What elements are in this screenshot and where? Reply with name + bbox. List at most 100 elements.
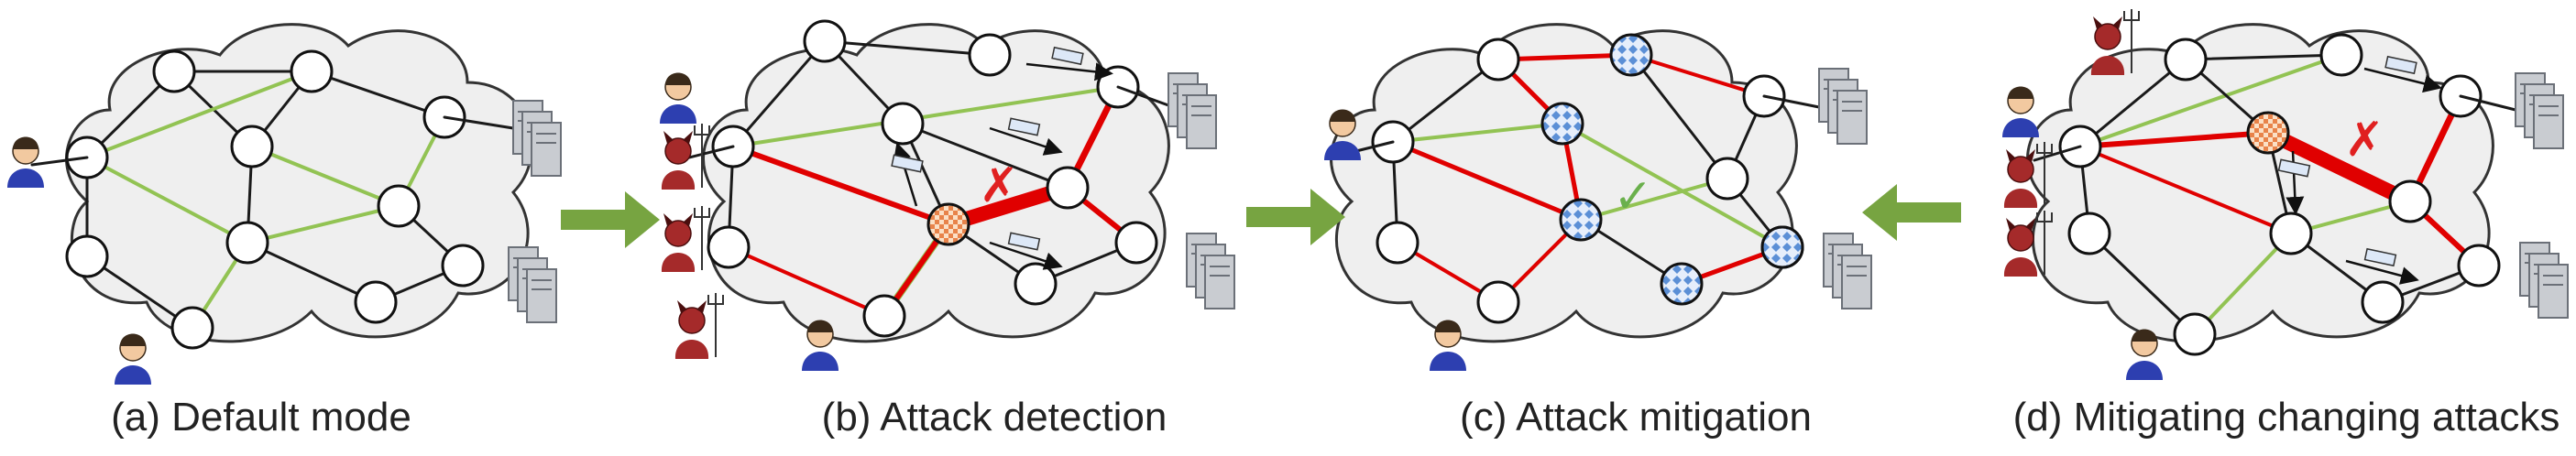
mitigation-node: [1540, 102, 1584, 146]
attacker-icon: [2003, 211, 2053, 277]
defense-node: [2246, 111, 2290, 155]
switch-node: [2269, 212, 2313, 255]
server-box: [526, 268, 557, 323]
server-icon: [1818, 68, 1868, 145]
link: [1391, 122, 1564, 144]
link: [310, 70, 446, 119]
trident-head: [2036, 142, 2053, 154]
user-hair: [2008, 86, 2033, 99]
user-icon: [1324, 109, 1361, 160]
cross-mark: ✗: [979, 158, 1019, 213]
link: [823, 39, 992, 57]
server-icon: [508, 246, 557, 323]
switch-node: [170, 306, 214, 350]
attacker-icon: [661, 124, 710, 190]
trident-head: [707, 293, 724, 305]
link: [2088, 232, 2197, 336]
server-box: [1836, 90, 1868, 145]
switch-node: [1114, 221, 1158, 265]
user-hair: [1435, 320, 1461, 332]
packet-flow: [2363, 55, 2442, 93]
link: [730, 144, 951, 227]
link: [2184, 53, 2343, 61]
server-box: [2538, 264, 2569, 319]
switch-node: [354, 280, 398, 324]
switch-node: [1046, 166, 1090, 210]
flow-arrow: [989, 241, 1063, 270]
caption-d: (d) Mitigating changing attacks: [2013, 395, 2560, 440]
attacker-horn: [2006, 218, 2016, 231]
panel-d: ✗: [2002, 9, 2569, 380]
switch-node: [1705, 157, 1749, 201]
link: [727, 245, 886, 318]
switch-node: [2173, 312, 2217, 356]
server-icon: [2515, 72, 2564, 149]
switch-node: [230, 125, 274, 168]
attacker-horn: [683, 131, 693, 144]
link: [30, 156, 89, 167]
attacker-horn: [2093, 16, 2103, 29]
link: [1629, 53, 1729, 180]
link: [250, 145, 400, 208]
link: [2033, 145, 2082, 162]
trident-head: [694, 124, 710, 136]
user-body: [115, 365, 151, 385]
server-box: [531, 122, 562, 177]
link: [2193, 232, 2293, 336]
mitigation-node: [1760, 225, 1804, 269]
attacker-icon: [2090, 9, 2140, 75]
user-icon: [802, 320, 839, 371]
switch-node: [881, 102, 925, 146]
switch-node: [2319, 33, 2363, 77]
cross-mark: ✗: [2344, 113, 2384, 168]
packet-icon: [2277, 158, 2311, 178]
attacker-head: [678, 307, 706, 334]
caption-b: (b) Attack detection: [822, 395, 1167, 440]
switch-node: [2067, 212, 2111, 255]
packet-icon: [2363, 247, 2397, 267]
user-body: [2126, 361, 2163, 380]
attacker-icon: [674, 293, 724, 359]
packet-flow: [891, 142, 924, 207]
switch-node: [225, 221, 269, 265]
flow-arrow: [2363, 67, 2442, 93]
packet-flow: [2277, 150, 2311, 215]
attacker-head: [2094, 23, 2121, 50]
user-icon: [2002, 86, 2039, 137]
panel-a: [7, 23, 562, 385]
server-box: [1204, 255, 1235, 309]
link: [246, 241, 378, 304]
user-hair: [1330, 109, 1355, 122]
packet-icon: [891, 154, 924, 173]
server-icon: [1186, 233, 1235, 309]
defense-node: [926, 202, 970, 246]
user-icon: [115, 333, 151, 385]
server-box: [1841, 255, 1872, 309]
link: [2078, 145, 2293, 235]
switch-node: [1476, 280, 1520, 324]
link: [1496, 52, 1634, 62]
link: [443, 115, 515, 130]
link: [1116, 85, 1170, 107]
panel-c: ✓: [1324, 23, 1872, 371]
switch-node: [1014, 262, 1058, 306]
mitigation-node: [1559, 198, 1603, 242]
caption-c: (c) Attack mitigation: [1460, 395, 1812, 440]
packet-icon: [1051, 46, 1084, 66]
cloud: [1330, 23, 1798, 343]
link: [2459, 94, 2517, 112]
user-body: [2002, 118, 2039, 137]
user-body: [660, 104, 696, 124]
packet-icon: [2384, 55, 2417, 75]
switch-node: [2361, 280, 2405, 324]
trident-head: [694, 206, 710, 218]
flow-arrow: [1025, 62, 1113, 81]
caption-a: (a) Default mode: [111, 395, 411, 440]
attacker-icon: [661, 206, 710, 272]
link: [85, 70, 313, 159]
link: [901, 122, 1069, 190]
link: [85, 156, 249, 244]
user-hair: [120, 333, 146, 346]
server-icon: [512, 100, 562, 177]
